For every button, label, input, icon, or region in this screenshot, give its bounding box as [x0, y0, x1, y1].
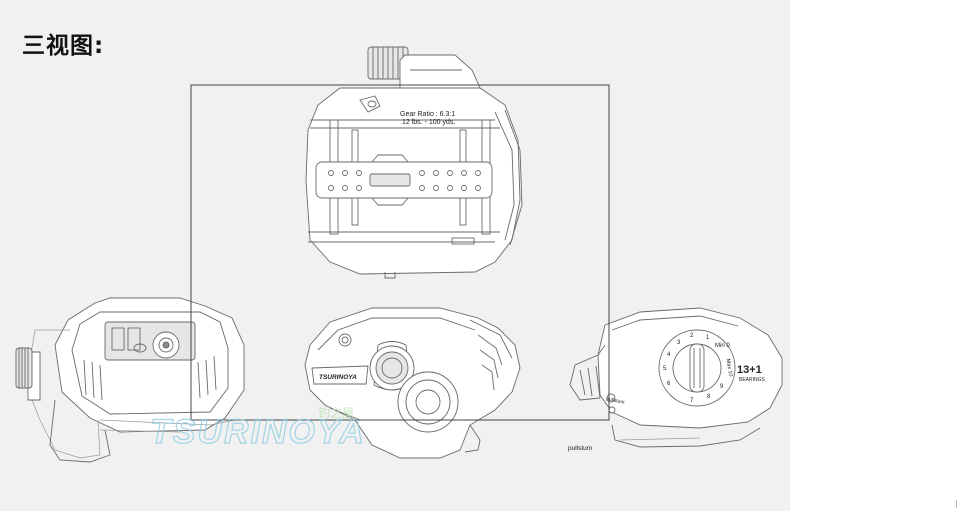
dial-number: 4 — [667, 352, 671, 358]
dial-number: Max 10 — [725, 358, 734, 377]
side-view-handle — [369, 341, 415, 391]
brand-badge: TSURINOYA — [311, 365, 369, 385]
dial-number: 8 — [707, 394, 711, 400]
dial-number: 3 — [677, 340, 681, 346]
watermark-chinese: 钓之屋 — [318, 406, 354, 420]
front-view-handle-knob — [15, 347, 33, 389]
dial-number: 9 — [720, 384, 724, 390]
drawing-canvas: 三视图: — [0, 0, 790, 511]
dial-number: 1 — [706, 335, 710, 341]
top-view: Gear Ratio : 6.3:1 12 lbs. - 100 yds. — [305, 46, 523, 279]
right-view: Min 0 1 2 3 4 5 6 7 8 9 Max 10 13+1 BEAR… — [569, 307, 783, 448]
dial-number: 2 — [690, 333, 694, 339]
watermark: TSURINOYA 钓之屋 — [149, 406, 366, 452]
view-frame — [190, 84, 610, 421]
side-view-spool — [397, 371, 459, 433]
brand-badge-text: TSURINOYA — [319, 374, 357, 381]
dial-number: 6 — [667, 381, 671, 387]
drag-dial — [658, 329, 736, 407]
dial-numbers: Min 0 1 2 3 4 5 6 7 8 9 Max 10 — [663, 333, 734, 404]
footer-brand-text: pullstum — [568, 445, 592, 452]
edge-mark — [956, 500, 957, 508]
line-capacity-label: 12 lbs. - 100 yds. — [402, 119, 455, 126]
watermark-text: TSURINOYA — [150, 413, 366, 451]
dial-number: 7 — [690, 398, 694, 404]
bearings-count: 13+1 — [737, 364, 762, 376]
thumb-bar — [315, 154, 493, 206]
side-brand-text: pullstum — [606, 396, 625, 406]
gear-ratio-label: Gear Ratio : 6.3:1 — [400, 111, 455, 118]
dial-number: Min 0 — [715, 343, 730, 349]
dial-number: 5 — [663, 366, 667, 372]
page-title: 三视图: — [22, 33, 105, 59]
front-view — [15, 297, 245, 463]
bearings-label: BEARINGS — [739, 377, 766, 383]
three-view-drawing: Gear Ratio : 6.3:1 12 lbs. - 100 yds. — [15, 46, 783, 463]
